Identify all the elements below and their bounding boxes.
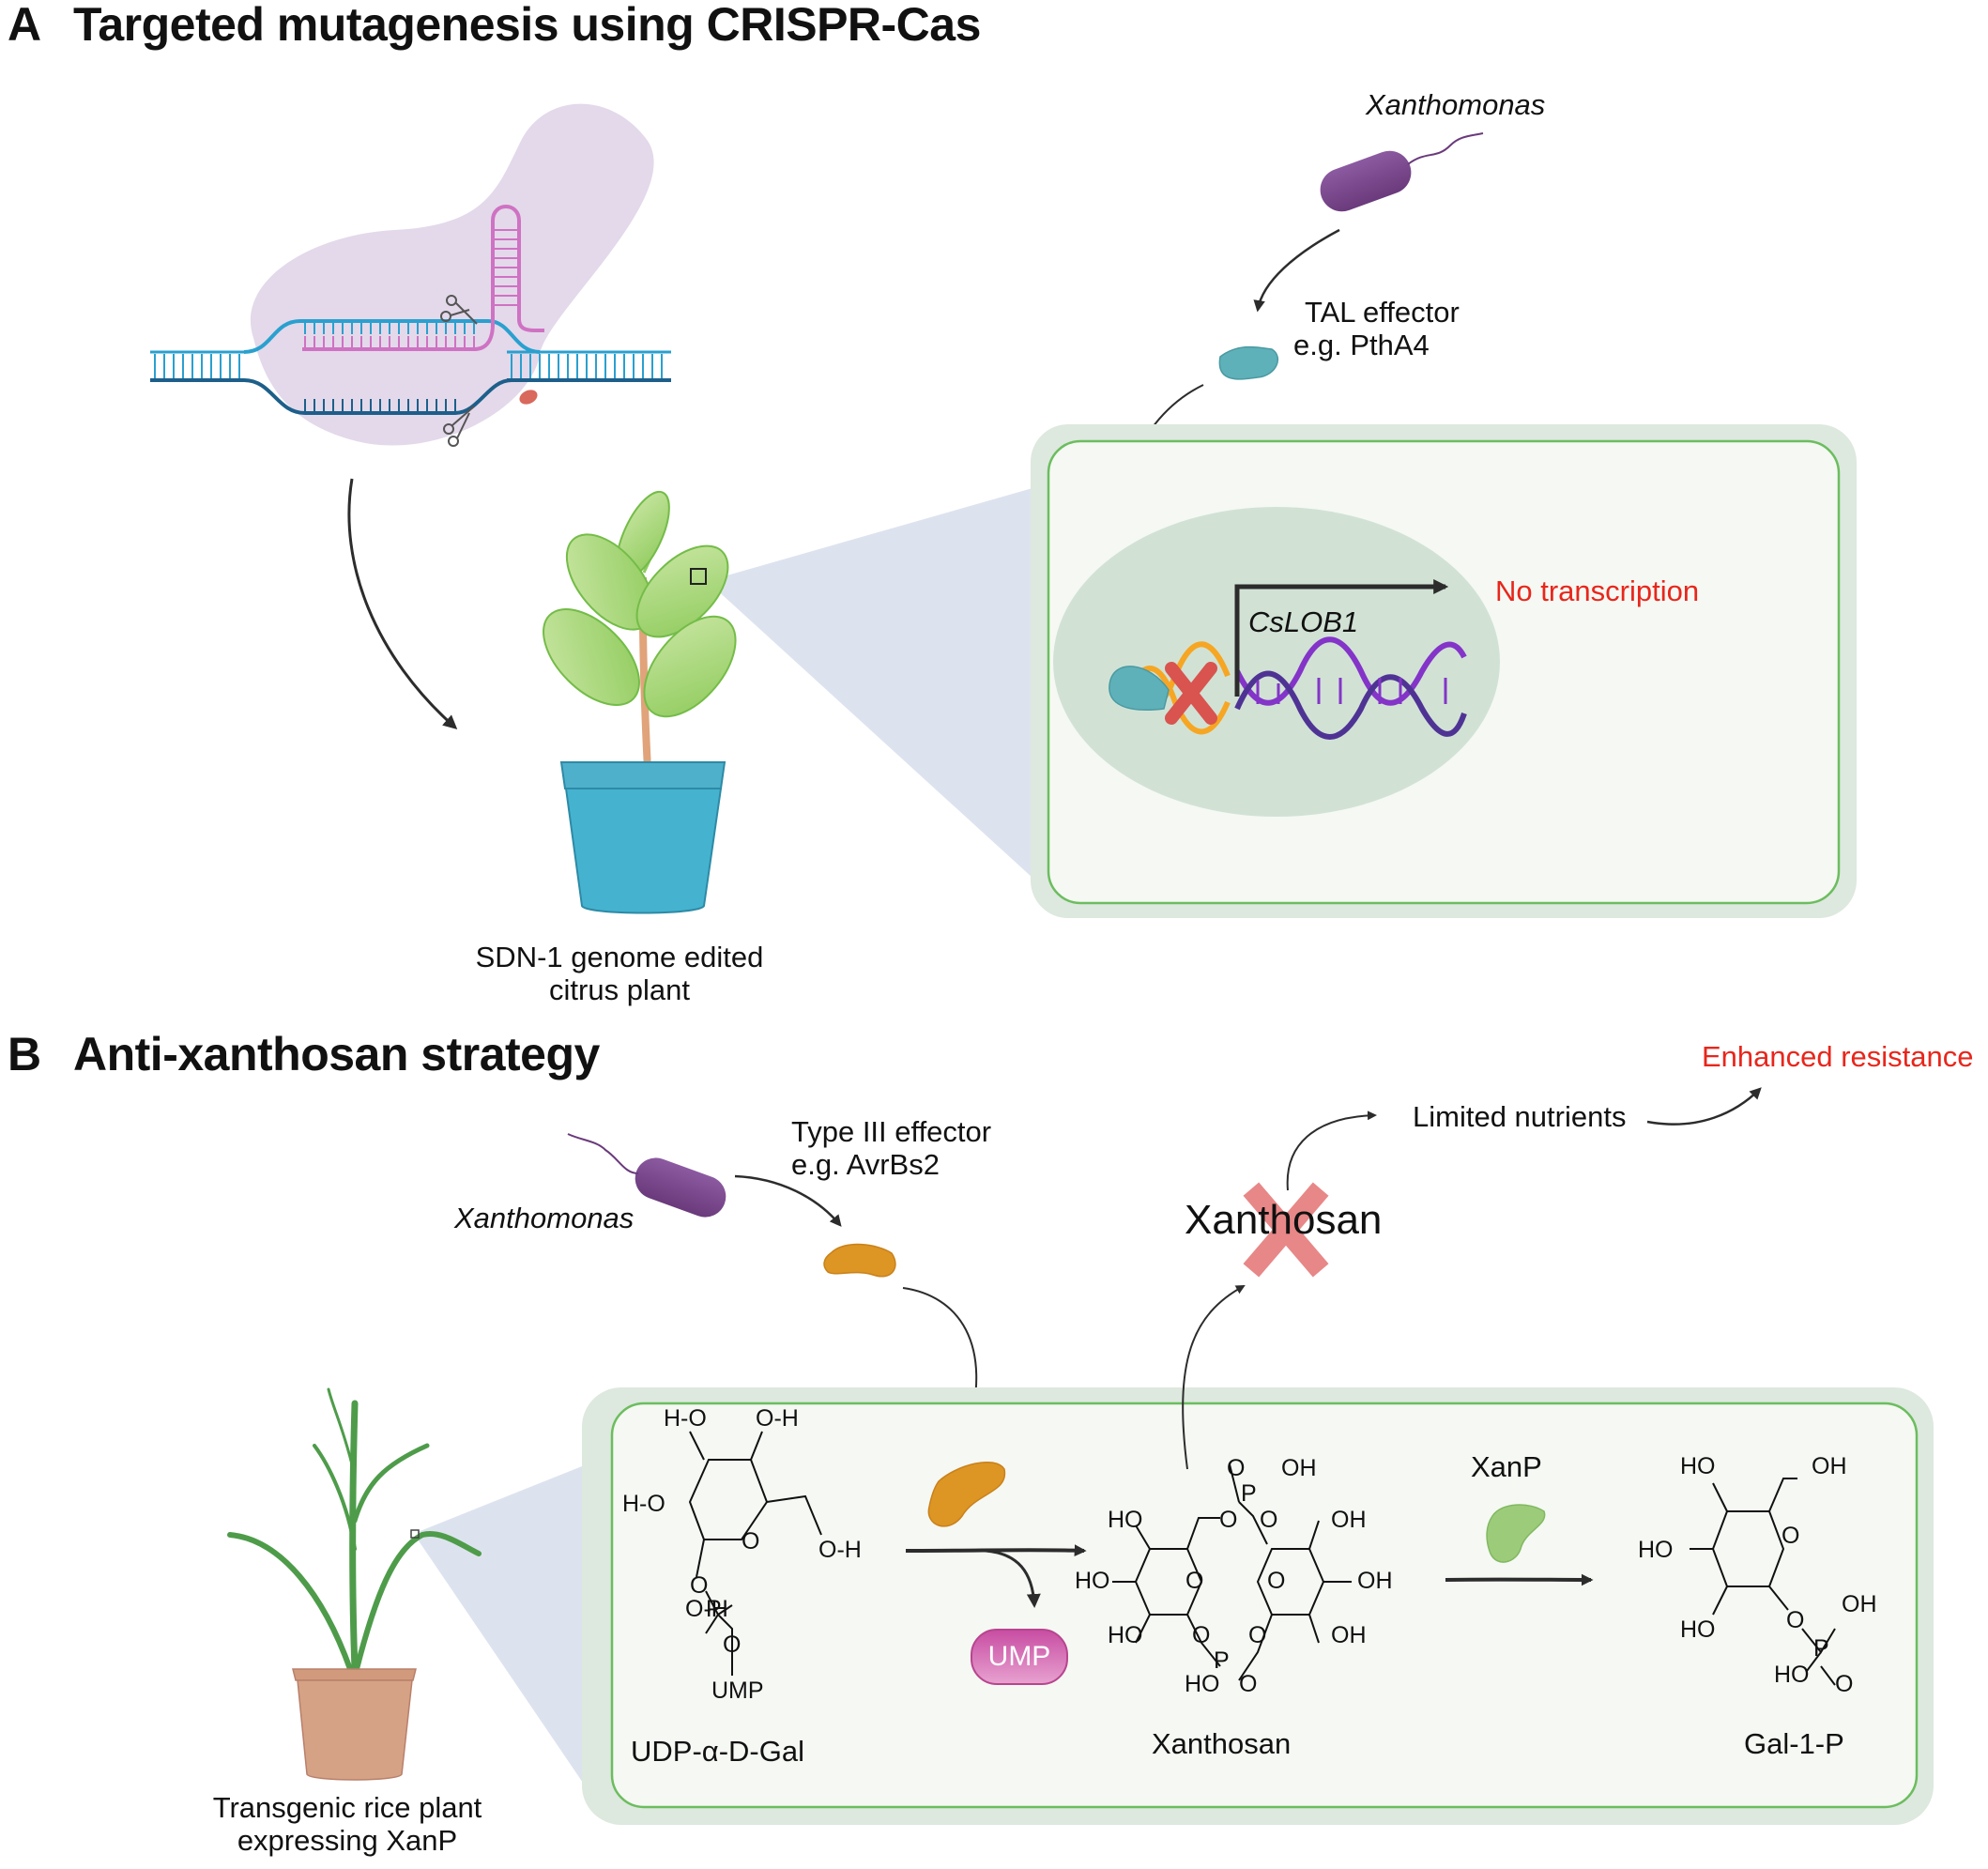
atom-label: OH	[1331, 1622, 1367, 1648]
atom-label: HO	[1108, 1622, 1143, 1648]
nucleus-icon	[1053, 507, 1500, 817]
outcome-label-b: Enhanced resistance	[1702, 1040, 1974, 1073]
panel-b-title: Anti-xanthosan strategy	[73, 1028, 600, 1080]
atom-label: HO	[1680, 1453, 1716, 1479]
arrow-xanthosan-export	[1182, 1285, 1246, 1470]
atom-label: HO	[1680, 1616, 1716, 1643]
udp-gal-structure	[688, 1431, 822, 1676]
atom-label: UMP	[711, 1678, 764, 1704]
atom-label: HO	[1638, 1537, 1674, 1563]
blocked-product-label: Xanthosan	[1185, 1197, 1383, 1243]
atom-label: HO	[1108, 1507, 1143, 1533]
plant-label-a-line1: SDN-1 genome edited	[475, 941, 764, 973]
gene-label: CsLOB1	[1248, 605, 1359, 638]
plant-label-b-line2: expressing XanP	[237, 1824, 458, 1857]
enzyme-label: XanP	[1471, 1450, 1542, 1483]
bacterium-icon	[567, 1133, 726, 1218]
type3-effector-protein-icon	[927, 1462, 1006, 1527]
atom-label: O	[1782, 1523, 1800, 1549]
atom-label: P	[1241, 1480, 1257, 1507]
pathogen-label-b: Xanthomonas	[454, 1202, 635, 1234]
nutrient-label: Limited nutrients	[1413, 1100, 1627, 1133]
gal1p-structure	[1690, 1478, 1836, 1686]
panel-b-letter: B	[8, 1028, 41, 1080]
scissors-icon	[440, 295, 478, 325]
arrow-bacterium-to-tal	[1253, 228, 1340, 313]
citrus-plant-icon	[543, 490, 737, 914]
outcome-label-a: No transcription	[1495, 574, 1700, 607]
atom-label: O	[1267, 1568, 1286, 1594]
cas9-complex-icon	[150, 103, 671, 447]
molecule-name-udp-gal: UDP-α-D-Gal	[631, 1735, 804, 1768]
scissors-icon	[443, 406, 475, 447]
zoom-wedge	[418, 1464, 587, 1788]
atom-label: OH	[1812, 1453, 1847, 1479]
tal-effector-protein-icon	[1109, 666, 1170, 711]
effector-label-a-line2: e.g. PthA4	[1293, 329, 1430, 361]
atom-label: O-H	[818, 1537, 862, 1563]
type3-effector-protein-icon	[823, 1243, 896, 1278]
effector-label-b-line1: Type III effector	[791, 1115, 992, 1148]
atom-label: O-H	[685, 1596, 728, 1622]
atom-label: OH	[1281, 1455, 1317, 1481]
arrow-ump-release	[985, 1549, 1041, 1608]
atom-label: P	[706, 1596, 722, 1622]
atom-label: O	[690, 1572, 709, 1599]
blocked-x-icon	[1243, 1182, 1329, 1278]
molecule-name-gal1p: Gal-1-P	[1744, 1727, 1844, 1760]
atom-label: O	[1248, 1622, 1267, 1648]
atom-label: H-O	[664, 1405, 707, 1432]
molecule-name-xanthosan: Xanthosan	[1152, 1727, 1292, 1760]
atom-label: O	[723, 1632, 742, 1658]
atom-label: O	[1835, 1671, 1854, 1697]
ump-byproduct: UMP	[971, 1629, 1068, 1685]
arrow-to-enhanced-resistance	[1646, 1087, 1762, 1126]
atom-label: O	[742, 1528, 760, 1555]
atom-label: OH	[1357, 1568, 1393, 1594]
atom-label: O-H	[756, 1405, 799, 1432]
atom-label: O	[1227, 1455, 1246, 1481]
panel-a-letter: A	[8, 0, 41, 51]
atom-label: P	[1813, 1635, 1829, 1662]
atom-label: O	[1219, 1507, 1238, 1533]
plant-label-a-line2: citrus plant	[549, 973, 690, 1006]
blocked-x-icon	[1165, 662, 1217, 725]
atom-label: OH	[1842, 1591, 1877, 1617]
plant-label-b-line1: Transgenic rice plant	[212, 1791, 482, 1824]
atom-label: O	[1260, 1507, 1278, 1533]
arrow-edit-to-plant	[347, 478, 458, 729]
rice-plant-icon	[227, 1387, 482, 1781]
atom-label: O	[1185, 1568, 1204, 1594]
promoter-arrow-icon	[1234, 578, 1449, 697]
effector-label-b-line2: e.g. AvrBs2	[791, 1148, 940, 1181]
pathogen-label-a: Xanthomonas	[1366, 88, 1546, 121]
panel-a-title: Targeted mutagenesis using CRISPR-Cas	[73, 0, 981, 51]
effector-label-a-line1: TAL effector	[1305, 296, 1460, 329]
atom-label: O	[1239, 1671, 1258, 1697]
xanp-enzyme-icon	[1486, 1504, 1546, 1563]
arrow-bacterium-to-effector	[734, 1174, 842, 1227]
atom-label: O	[1786, 1607, 1805, 1633]
arrow-to-limited-nutrients	[1286, 1111, 1377, 1191]
reaction-arrow-synthesis	[905, 1544, 1087, 1557]
tal-effector-protein-icon	[1218, 345, 1278, 380]
bacterium-icon	[1320, 132, 1484, 212]
atom-label: HO	[1774, 1662, 1810, 1688]
zoom-wedge	[704, 488, 1032, 878]
atom-label: HO	[1185, 1671, 1220, 1697]
atom-label: O	[1192, 1622, 1211, 1648]
atom-label: H-O	[622, 1491, 665, 1517]
xanthosan-structure	[1112, 1463, 1352, 1681]
atom-label: HO	[1075, 1568, 1110, 1594]
atom-label: OH	[1331, 1507, 1367, 1533]
atom-label: P	[1214, 1647, 1230, 1674]
guide-rna-icon	[302, 205, 544, 351]
